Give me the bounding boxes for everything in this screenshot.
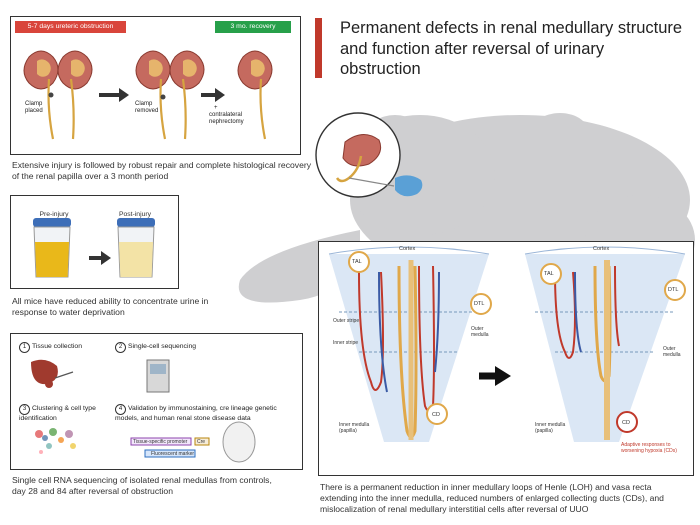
step-2-label: Single-cell sequencing: [128, 343, 197, 350]
adaptive-note: Adaptive responses to worsening hypoxia …: [621, 442, 677, 454]
obstruction-caption: Extensive injury is followed by robust r…: [12, 160, 312, 181]
obstruction-panel: 5-7 days ureteric obstruction 3 mo. reco…: [10, 16, 301, 155]
step-1-label: Tissue collection: [32, 343, 82, 350]
sequencing-icons: [31, 359, 256, 463]
outer-stripe-label: Outer stripe: [333, 318, 360, 324]
concentrate-panel: Pre-injury Post-injury: [10, 195, 179, 289]
tal-label: TAL: [352, 259, 362, 265]
medulla-diagram: [328, 246, 686, 442]
inner-stripe-label: Inner stripe: [333, 340, 359, 346]
medulla-panel: TAL TAL Cortex Cortex DTL DTL Outer stri…: [318, 241, 694, 476]
cd-label-left: CD: [432, 412, 440, 418]
marker-label: Fluorescent marker: [151, 451, 195, 457]
title-bar: [315, 18, 322, 78]
dtl-label-right: DTL: [668, 287, 679, 293]
kidney-inset: [315, 112, 423, 198]
promoter-label: Tissue-specific promoter: [133, 439, 188, 445]
cortex-label-left: Cortex: [399, 246, 416, 252]
nephrectomy-plus: +: [214, 105, 218, 111]
cre-label: Cre: [197, 439, 206, 445]
sequencing-caption: Single cell RNA sequencing of isolated r…: [12, 475, 272, 496]
concentrate-caption: All mice have reduced ability to concent…: [12, 296, 209, 317]
tal-label-right: TAL: [544, 271, 554, 277]
nephrectomy-label: contralateral nephrectomy: [209, 112, 244, 125]
dtl-label-left: DTL: [474, 301, 485, 307]
medulla-caption: There is a permanent reduction in inner …: [320, 482, 664, 514]
page-title: Permanent defects in renal medullary str…: [340, 19, 683, 78]
kidney-series: [23, 49, 273, 141]
recovery-badge: 3 mo. recovery: [215, 21, 291, 33]
step-2-number: 2: [115, 342, 126, 353]
urine-cups: [33, 218, 155, 278]
obstruction-badge: 5-7 days ureteric obstruction: [15, 21, 126, 33]
cd-label-right: CD: [622, 420, 630, 426]
cortex-label-right: Cortex: [593, 246, 610, 252]
inner-medulla-label-right: Inner medulla (papilla): [535, 422, 566, 434]
outer-medulla-label-right: Outer medulla: [663, 346, 681, 358]
inner-medulla-label: Inner medulla (papilla): [339, 422, 370, 434]
step-1-number: 1: [19, 342, 30, 353]
step-3-label: Clustering & cell type identification: [19, 405, 96, 422]
step-4-label: Validation by immunostaining, cre lineag…: [115, 405, 277, 422]
clamp-placed-label: Clamp placed: [25, 101, 43, 114]
clamp-removed-label: Clamp removed: [135, 101, 159, 114]
outer-medulla-label: Outer medulla: [471, 326, 489, 338]
